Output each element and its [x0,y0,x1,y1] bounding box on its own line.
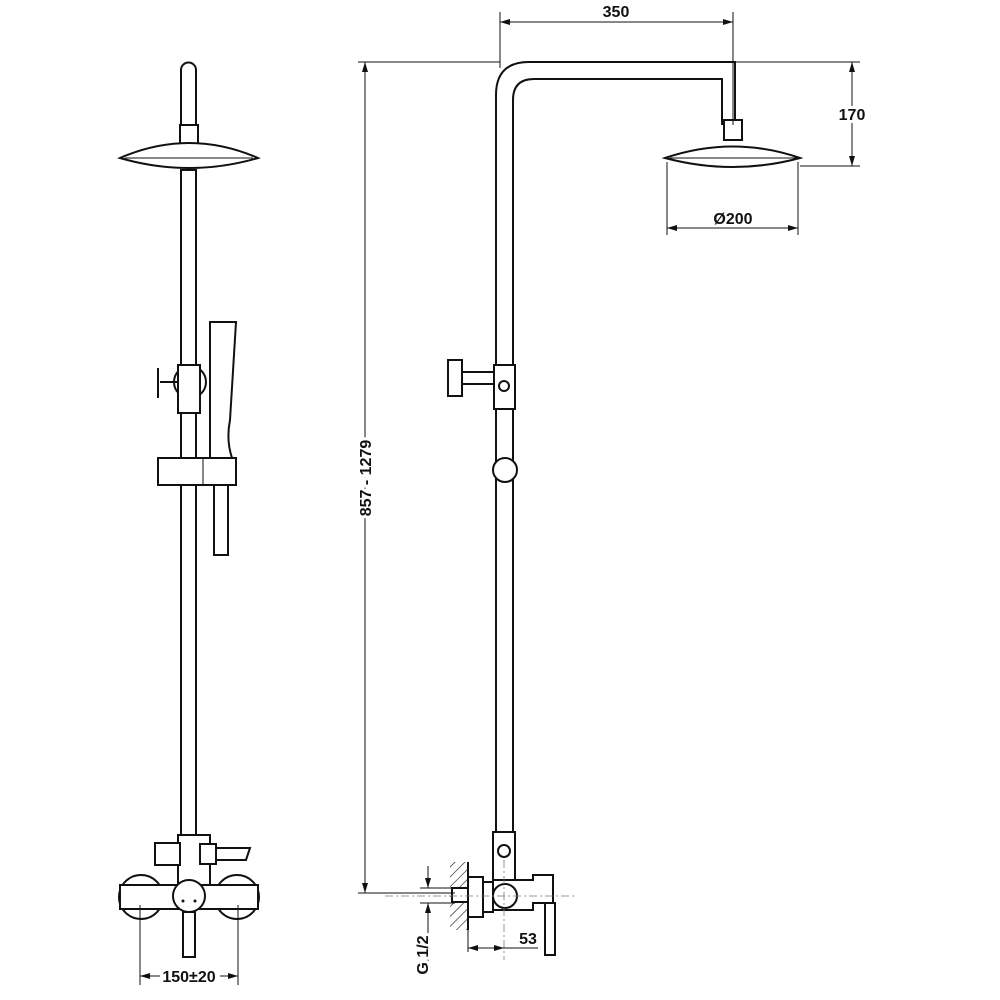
front-view: 150±20 [117,61,261,986]
wall-flange [467,876,484,918]
side-lever [544,902,556,956]
side-slider-lever [447,359,463,397]
inlet-spacing-dimension: 150±20 [162,969,215,986]
side-slider-holder [493,364,516,410]
slider-holder [177,364,201,414]
head-height-dimension: 170 [839,107,866,124]
mixer-knob [172,879,206,913]
front-riser-pipe [180,169,197,836]
mixer-lever [182,911,196,958]
slider-lever [157,368,178,398]
soap-holder [157,457,237,486]
inlet-fitting [451,887,469,903]
gooseneck-top [180,61,197,130]
side-slider-arm [461,371,497,385]
hand-shower [209,321,238,459]
valve-depth-dimension: 53 [519,931,537,948]
side-pipe-outer [495,61,736,880]
side-view [385,61,804,960]
hose [215,847,252,861]
front-shower-head [117,142,261,169]
nut [482,881,494,913]
arm-length-dimension: 350 [603,4,630,21]
hand-shower-grip [213,484,229,556]
side-pipe-inner [512,78,723,832]
side-holder-knob [492,457,518,483]
diverter-knob [154,842,181,866]
head-diameter-dimension: Ø200 [713,211,752,228]
dimension-lines: 350 170 Ø200 857 - 1279 G 1/2 53 [355,4,868,978]
height-range-dimension: 857 - 1279 [358,440,375,517]
hose-nut [199,843,217,865]
thread-dimension: G 1/2 [415,935,432,974]
side-shower-head [661,145,804,168]
